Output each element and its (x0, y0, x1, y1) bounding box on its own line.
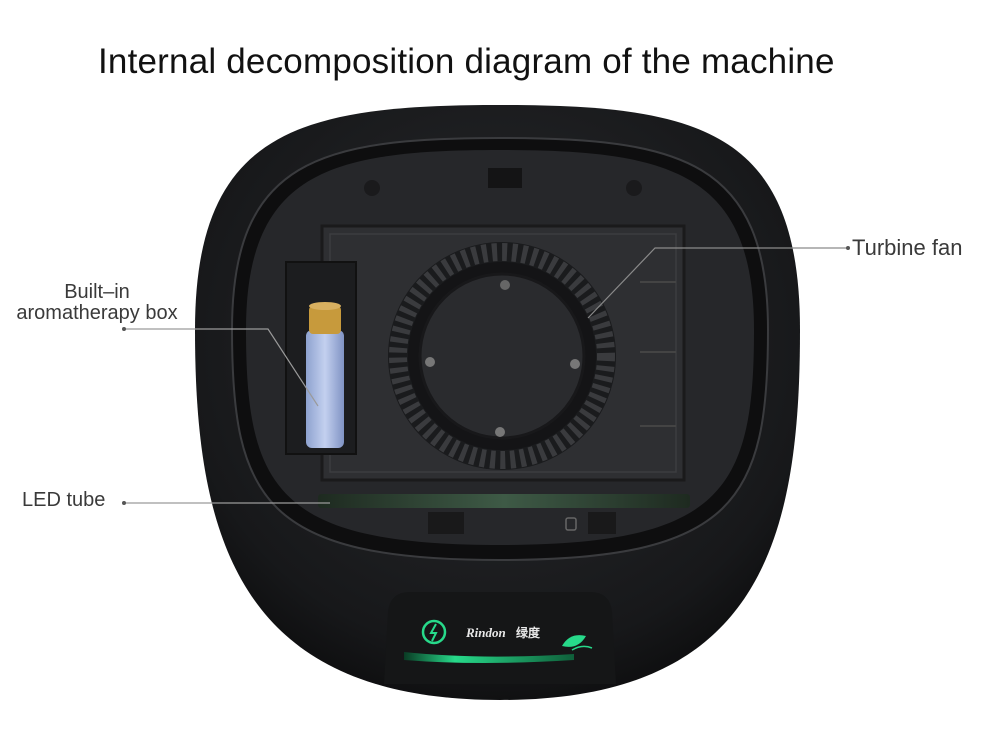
brand-cn: 绿度 (516, 625, 541, 640)
turbine-fan (388, 242, 616, 470)
brand-name: Rindon (465, 625, 506, 640)
page-title: Internal decomposition diagram of the ma… (98, 42, 835, 81)
vial-cork (309, 306, 341, 334)
leaf-icon (562, 635, 593, 651)
label-aroma-line2: aromatherapy box (16, 302, 178, 324)
aroma-callout-line (124, 328, 319, 407)
label-turbine-fan: Turbine fan (852, 235, 963, 260)
power-icon (421, 619, 447, 645)
green-light-strip (404, 652, 574, 663)
fan-callout-line (587, 247, 848, 319)
label-led-tube: LED tube (22, 489, 106, 511)
led-tube (318, 494, 690, 508)
aroma-vial (306, 330, 344, 448)
label-aromatherapy-box: Built–in aromatherapy box (4, 282, 190, 324)
label-aroma-line1: Built–in (64, 281, 130, 303)
